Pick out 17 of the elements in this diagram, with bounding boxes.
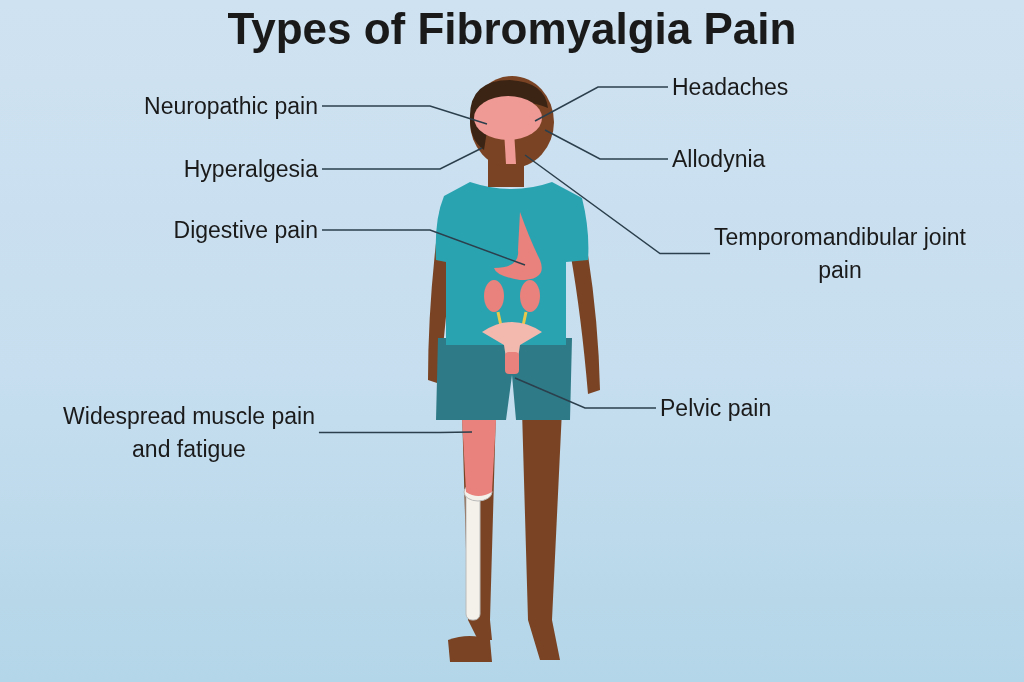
pain-type-label: Temporomandibular joint pain — [704, 221, 976, 287]
leader-line — [321, 105, 488, 125]
title: Types of Fibromyalgia Pain — [226, 4, 798, 54]
leader-line — [321, 229, 526, 266]
pain-type-label: Widespread muscle pain and fatigue — [54, 400, 324, 466]
pain-type-label: Pelvic pain — [660, 392, 860, 425]
pain-type-label: Allodynia — [672, 143, 872, 176]
leader-line — [544, 129, 669, 160]
leader-line — [524, 154, 711, 255]
leader-line — [318, 431, 473, 434]
pain-type-label: Hyperalgesia — [60, 153, 318, 186]
pain-type-label: Headaches — [672, 71, 872, 104]
pain-type-label: Digestive pain — [60, 214, 318, 247]
leader-line — [321, 147, 483, 170]
leader-line — [514, 377, 657, 409]
pain-type-label: Neuropathic pain — [60, 90, 318, 123]
leader-line — [534, 86, 669, 122]
